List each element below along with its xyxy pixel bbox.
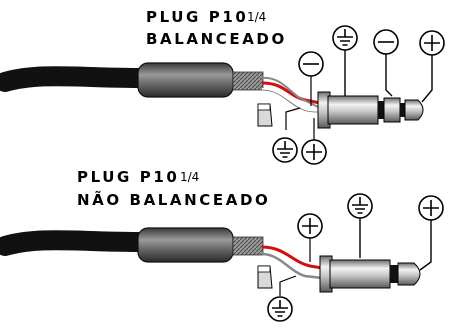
diagram-title-line1: PLUG P10 xyxy=(146,8,248,26)
ground-icon xyxy=(272,137,298,163)
red-wire xyxy=(261,245,323,270)
plus-icon xyxy=(419,30,445,56)
cable-boot xyxy=(137,227,234,263)
plug-insulator xyxy=(390,265,398,283)
diagram-title-line1: PLUG P10 xyxy=(77,168,179,186)
plus-icon xyxy=(297,213,323,239)
minus-icon xyxy=(373,29,399,55)
cable-boot xyxy=(137,62,234,98)
cable-shield-braid xyxy=(232,71,264,91)
unbalanced-diagram: PLUG P10 1/4 NÃO BALANCEADO xyxy=(0,168,444,322)
minus-icon xyxy=(298,51,324,77)
cable xyxy=(0,66,150,92)
balanced-diagram: PLUG P10 1/4 BALANCEADO xyxy=(0,8,445,165)
plug-sleeve xyxy=(327,95,379,125)
shield-wire xyxy=(261,76,321,109)
title-fraction: 1/4 xyxy=(180,170,199,184)
title-fraction: 1/4 xyxy=(247,10,266,24)
plug-sleeve xyxy=(329,259,391,289)
cable xyxy=(0,230,150,256)
plug-tip xyxy=(404,99,424,121)
ground-icon xyxy=(332,25,358,51)
plus-icon xyxy=(418,195,444,221)
ground-icon xyxy=(347,193,373,219)
plug-tip xyxy=(397,262,421,286)
plug-insulator xyxy=(378,101,384,119)
plus-icon xyxy=(301,139,327,165)
plug-ring xyxy=(383,97,401,123)
shield-wire xyxy=(261,252,323,280)
cable-shield-braid xyxy=(232,236,264,256)
diagram-title-line2: NÃO BALANCEADO xyxy=(77,190,270,209)
ground-icon xyxy=(267,296,293,322)
diagram-title-line2: BALANCEADO xyxy=(146,30,287,48)
